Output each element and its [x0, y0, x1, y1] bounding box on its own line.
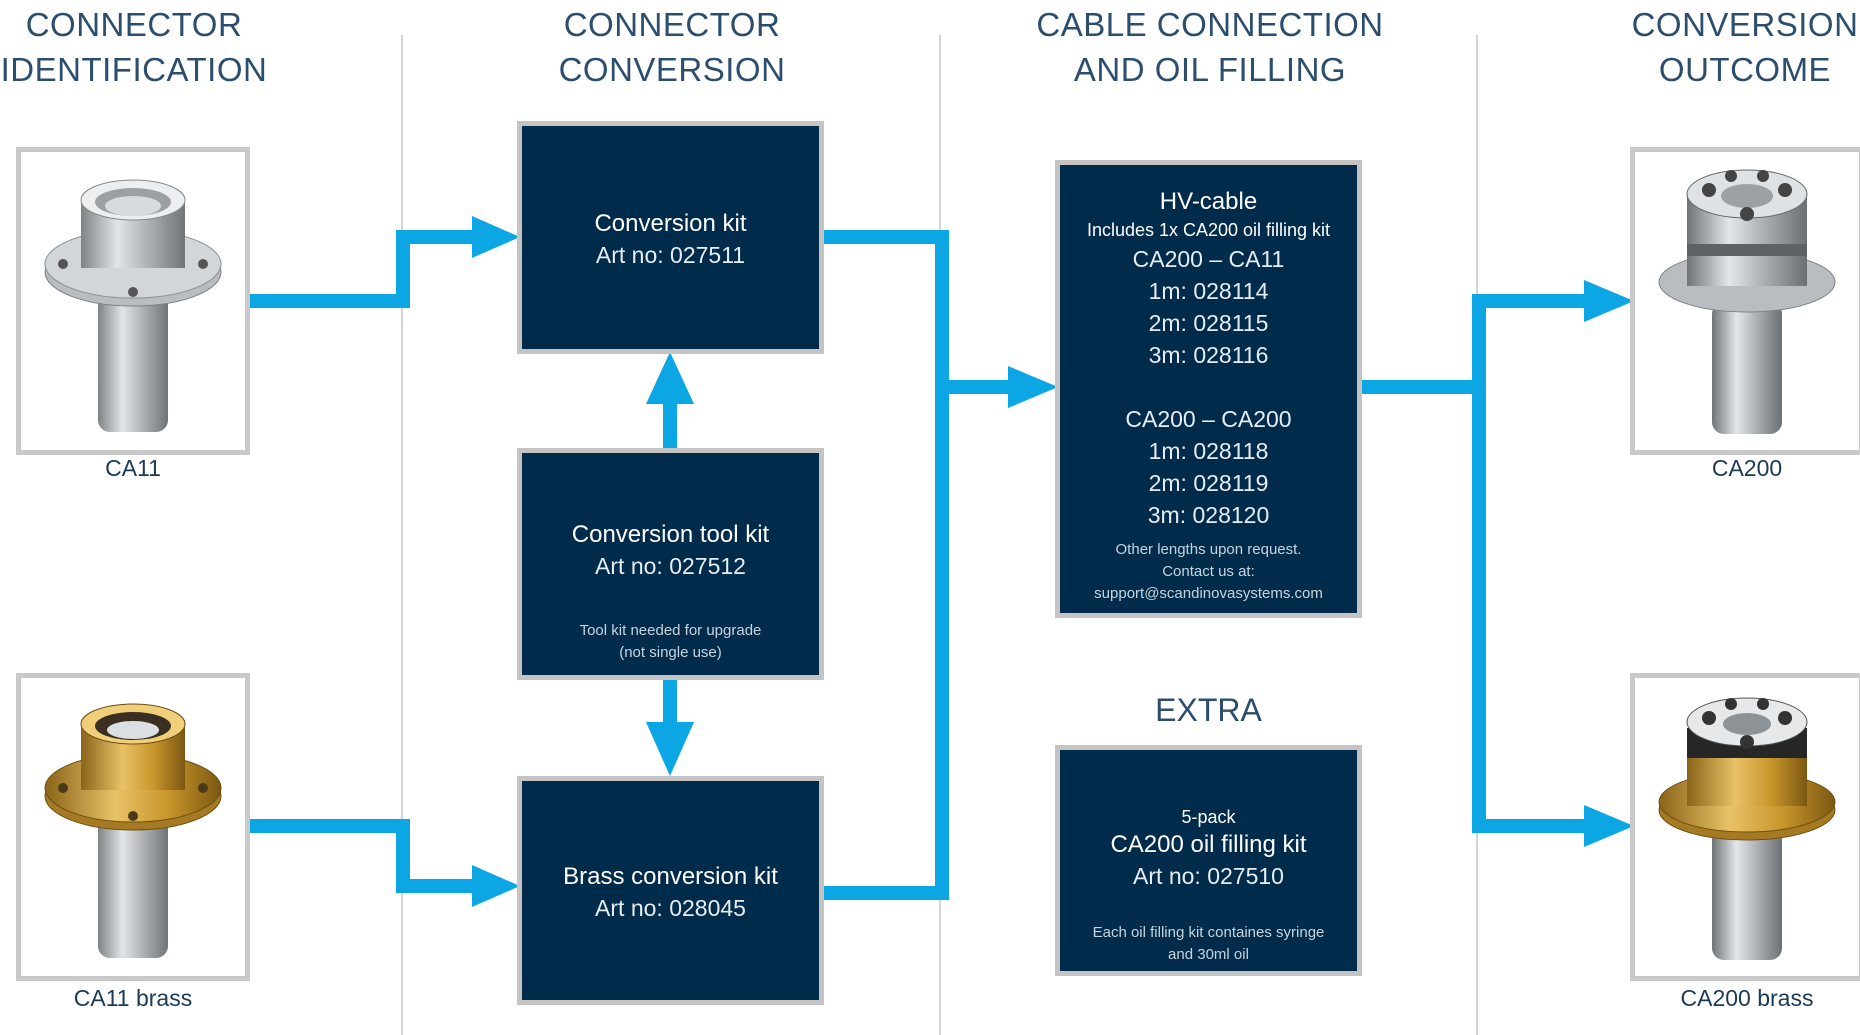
brass-conversion-kit-box: Brass conversion kit Art no: 028045 — [517, 776, 824, 1005]
conversion-kit-title: Conversion kit — [594, 210, 747, 237]
cable-item: 1m: 028118 — [1148, 438, 1269, 464]
hv-cable-box: HV-cable Includes 1x CA200 oil filling k… — [1055, 160, 1362, 618]
ca200-brass-connector-image — [1658, 697, 1836, 960]
arrow-kit-to-cable — [824, 230, 949, 900]
tool-kit-art: Art no: 027512 — [595, 553, 746, 579]
cable-note: Contact us at: — [1162, 563, 1255, 580]
cable-item: 1m: 028114 — [1148, 278, 1269, 304]
ca200-photo-frame — [1630, 147, 1860, 455]
arrowhead — [472, 865, 520, 907]
column-heading-line: AND OIL FILLING — [1073, 51, 1347, 88]
oil-filling-kit-box: 5-pack CA200 oil filling kit Art no: 027… — [1055, 745, 1362, 976]
ca11-brass-connector-image — [44, 703, 222, 958]
arrowhead — [1008, 366, 1058, 408]
ca11-photo-frame — [16, 147, 250, 455]
arrowhead — [472, 216, 520, 258]
arrowhead — [646, 722, 694, 776]
ca200-brass-caption: CA200 brass — [1680, 985, 1814, 1011]
ca200-connector-image — [1658, 169, 1836, 434]
ca200-caption: CA200 — [1711, 455, 1783, 481]
cable-item: 2m: 028119 — [1148, 470, 1269, 496]
oil-kit-pack: 5-pack — [1181, 807, 1236, 827]
column-heading-conversion: CONNECTOR CONVERSION — [520, 2, 824, 92]
ca11-connector-image — [44, 179, 222, 432]
column-heading-line: OUTCOME — [1658, 51, 1832, 88]
oil-kit-note: and 30ml oil — [1168, 946, 1249, 963]
cable-group-name: CA200 – CA200 — [1125, 406, 1292, 432]
arrowhead — [646, 352, 694, 404]
arrow-branch-to-brass-outcome — [1472, 387, 1590, 833]
brass-kit-title: Brass conversion kit — [563, 863, 778, 890]
cable-item: 2m: 028115 — [1148, 310, 1269, 336]
column-heading-outcome: CONVERSION OUTCOME — [1590, 2, 1860, 92]
column-heading-cable: CABLE CONNECTION AND OIL FILLING — [1000, 2, 1420, 92]
arrow-ca11-to-kit — [248, 230, 478, 308]
column-heading-line: CONVERSION — [558, 51, 786, 88]
column-heading-identification: CONNECTOR IDENTIFICATION — [0, 2, 268, 92]
extra-heading: EXTRA — [1155, 692, 1262, 728]
conversion-kit-box: Conversion kit Art no: 027511 — [517, 121, 824, 354]
ca11-brass-caption: CA11 brass — [73, 985, 193, 1011]
hv-cable-title: HV-cable — [1159, 188, 1258, 215]
cable-contact-email: support@scandinovasystems.com — [1094, 585, 1323, 602]
ca11-caption: CA11 — [105, 455, 161, 481]
column-heading-line: CONNECTOR — [25, 6, 243, 43]
ca11-brass-photo-frame — [16, 673, 250, 981]
tool-kit-note: (not single use) — [619, 644, 722, 661]
arrowhead — [1584, 805, 1634, 847]
oil-kit-title: CA200 oil filling kit — [1110, 831, 1307, 858]
conversion-kit-art: Art no: 027511 — [595, 242, 746, 268]
cable-group-name: CA200 – CA11 — [1132, 246, 1285, 272]
hv-cable-includes: Includes 1x CA200 oil filling kit — [1086, 220, 1331, 240]
cable-item: 3m: 028120 — [1147, 502, 1270, 528]
column-heading-line: IDENTIFICATION — [0, 51, 268, 88]
cable-item: 3m: 028116 — [1148, 342, 1269, 368]
oil-kit-note: Each oil filling kit containes syringe — [1092, 924, 1325, 941]
ca200-brass-photo-frame — [1630, 673, 1860, 981]
column-heading-line: CONNECTOR — [563, 6, 781, 43]
oil-kit-art: Art no: 027510 — [1133, 863, 1284, 889]
column-divider — [401, 35, 403, 1035]
column-heading-line: CONVERSION — [1631, 6, 1859, 43]
conversion-tool-kit-box: Conversion tool kit Art no: 027512 Tool … — [517, 448, 824, 680]
arrowhead — [1584, 280, 1634, 322]
arrow-cable-to-outcome — [1362, 294, 1590, 394]
brass-kit-art: Art no: 028045 — [595, 895, 746, 921]
arrow-ca11brass-to-brasskit — [248, 819, 478, 893]
cable-note: Other lengths upon request. — [1115, 541, 1302, 558]
tool-kit-note: Tool kit needed for upgrade — [579, 622, 762, 639]
tool-kit-title: Conversion tool kit — [571, 521, 770, 548]
column-heading-line: CABLE CONNECTION — [1036, 6, 1384, 43]
